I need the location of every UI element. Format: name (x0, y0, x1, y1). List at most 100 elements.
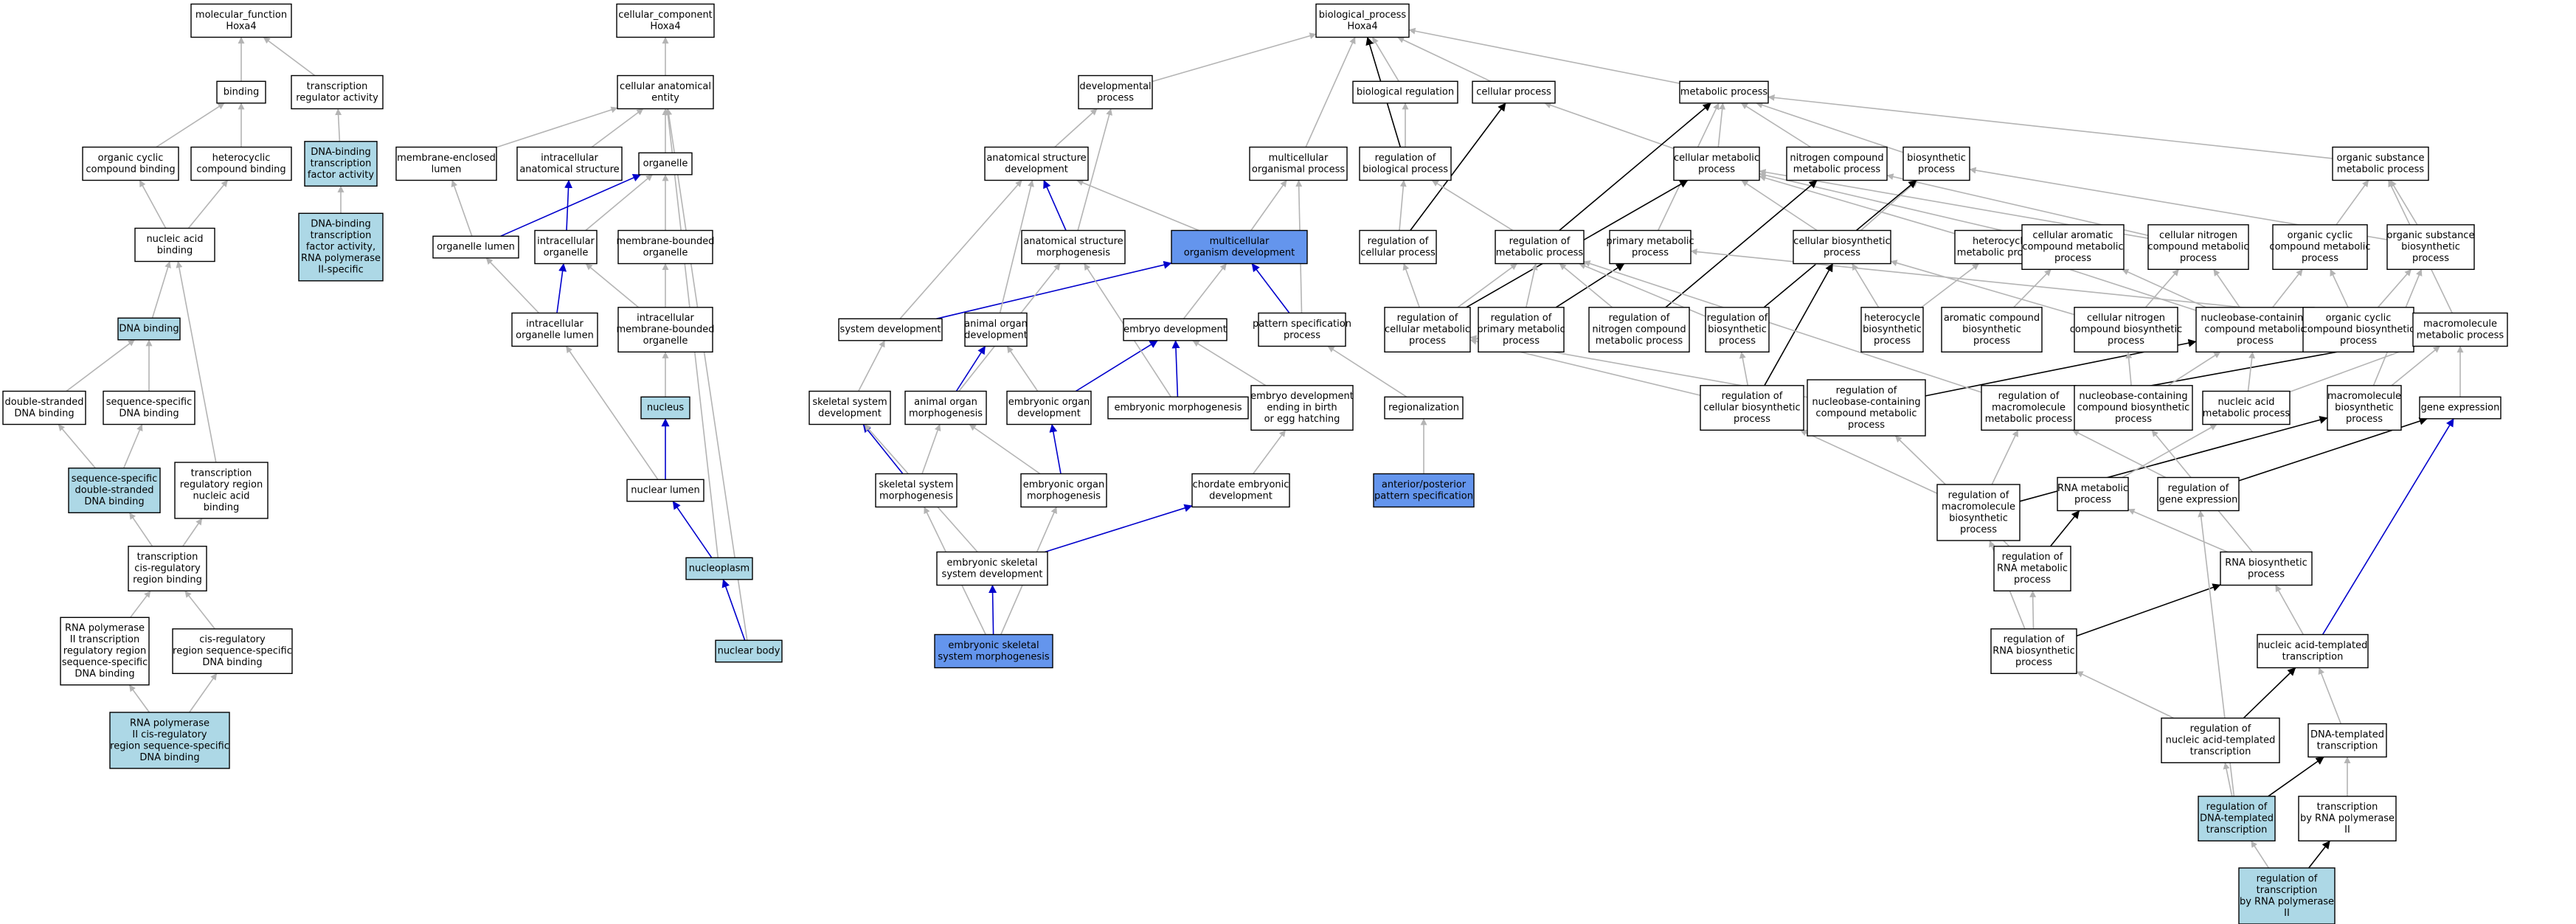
node-box[interactable] (2, 390, 86, 425)
node-box[interactable] (1860, 307, 1924, 352)
node-box[interactable] (1993, 546, 2071, 591)
node-ge[interactable]: gene expression (2419, 396, 2501, 420)
node-box[interactable] (2220, 551, 2313, 586)
node-box[interactable] (1384, 396, 1464, 420)
node-box[interactable] (2302, 307, 2414, 352)
node-box[interactable] (1258, 312, 1346, 347)
node-box[interactable] (2272, 224, 2368, 270)
node-box[interactable] (298, 212, 384, 282)
node-box[interactable] (2147, 224, 2249, 270)
node-box[interactable] (1107, 396, 1249, 420)
node-box[interactable] (2238, 867, 2336, 924)
node-box[interactable] (2202, 390, 2291, 425)
node-box[interactable] (1807, 379, 1926, 437)
node-box[interactable] (117, 317, 181, 341)
node-box[interactable] (1384, 307, 1471, 352)
node-dnab[interactable]: DNA binding (117, 317, 181, 341)
node-box[interactable] (174, 462, 269, 519)
node-box[interactable] (172, 628, 293, 674)
node-box[interactable] (1021, 229, 1126, 265)
node-box[interactable] (1936, 484, 2021, 541)
node-emorph[interactable]: embryonic morphogenesis (1107, 396, 1249, 420)
node-box[interactable] (1700, 385, 1804, 431)
node-box[interactable] (1902, 146, 1970, 181)
node-box[interactable] (190, 3, 292, 38)
node-box[interactable] (1020, 473, 1107, 508)
node-box[interactable] (1705, 307, 1770, 352)
node-box[interactable] (2327, 385, 2402, 431)
node-box[interactable] (638, 152, 693, 176)
node-box[interactable] (511, 312, 598, 347)
node-nuc[interactable]: nucleus (640, 396, 690, 420)
node-box[interactable] (640, 396, 690, 420)
node-box[interactable] (1191, 473, 1290, 508)
node-embdev[interactable]: embryo development (1123, 318, 1228, 341)
node-box[interactable] (1123, 318, 1228, 341)
node-box[interactable] (2195, 307, 2315, 352)
node-breg[interactable]: biological regulation (1352, 80, 1458, 104)
node-box[interactable] (1171, 229, 1308, 265)
node-box[interactable] (304, 141, 378, 187)
node-box[interactable] (1359, 146, 1452, 181)
node-box[interactable] (1250, 385, 1354, 431)
node-box[interactable] (984, 146, 1089, 181)
node-box[interactable] (1478, 307, 1565, 352)
node-box[interactable] (685, 557, 753, 580)
node-box[interactable] (2074, 307, 2178, 352)
node-box[interactable] (1249, 146, 1348, 181)
node-rmbp[interactable]: regulation ofmacromoleculebiosyntheticpr… (1936, 484, 2021, 541)
node-box[interactable] (432, 235, 519, 259)
node-box[interactable] (2157, 476, 2240, 512)
node-box[interactable] (128, 546, 207, 591)
node-box[interactable] (617, 307, 713, 352)
node-box[interactable] (1679, 80, 1769, 104)
node-orglum[interactable]: organelle lumen (432, 235, 519, 259)
node-box[interactable] (516, 146, 623, 181)
node-box[interactable] (1990, 628, 2077, 674)
node-box[interactable] (1373, 473, 1475, 508)
node-sysdev[interactable]: system development (838, 318, 943, 341)
node-box[interactable] (534, 229, 598, 265)
node-box[interactable] (68, 468, 161, 513)
node-box[interactable] (1315, 3, 1410, 38)
node-box[interactable] (1609, 229, 1692, 265)
node-box[interactable] (2307, 723, 2387, 758)
